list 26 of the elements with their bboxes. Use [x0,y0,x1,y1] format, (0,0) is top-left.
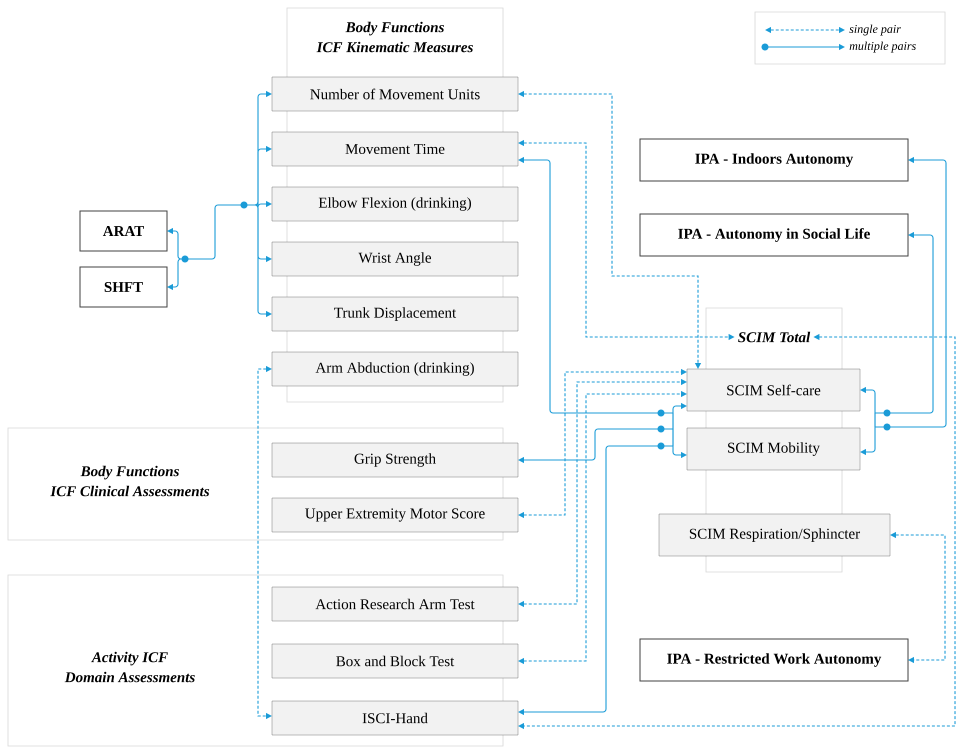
group-heading: SCIM Total [738,332,810,342]
measure-box: ISCI-Hand [272,700,518,736]
outcome-box: IPA - Indoors Autonomy [640,138,908,182]
outcome-box: IPA - Autonomy in Social Life [640,214,908,256]
outcome-box: IPA - Restricted Work Autonomy [640,638,908,682]
outcome-box: SHFT [80,266,168,308]
measure-box: Trunk Displacement [272,296,518,332]
measure-box: Upper Extremity Motor Score [272,498,518,532]
legend-label: multiple pairs [850,42,916,52]
measure-box: Grip Strength [272,442,518,478]
measure-box: Box and Block Test [272,644,518,678]
connector [182,202,248,262]
group-heading: Body Functions ICF Kinematic Measures [316,22,473,52]
group-heading: Activity ICF Domain Assessments [64,652,195,682]
measure-box: Arm Abduction (drinking) [272,352,518,386]
measure-box: Elbow Flexion (drinking) [272,186,518,222]
outcome-box: ARAT [80,210,168,252]
measure-box: Number of Movement Units [272,76,518,112]
measure-box: Movement Time [272,132,518,166]
measure-box: SCIM Respiration/Sphincter [658,514,890,556]
measure-box: Wrist Angle [272,242,518,276]
measure-box: Action Research Arm Test [272,586,518,622]
measure-box: SCIM Mobility [686,428,860,470]
legend-label: single pair [849,24,901,36]
measure-box: SCIM Self-care [686,368,860,412]
group-heading: Body Functions ICF Clinical Assessments [50,466,210,496]
